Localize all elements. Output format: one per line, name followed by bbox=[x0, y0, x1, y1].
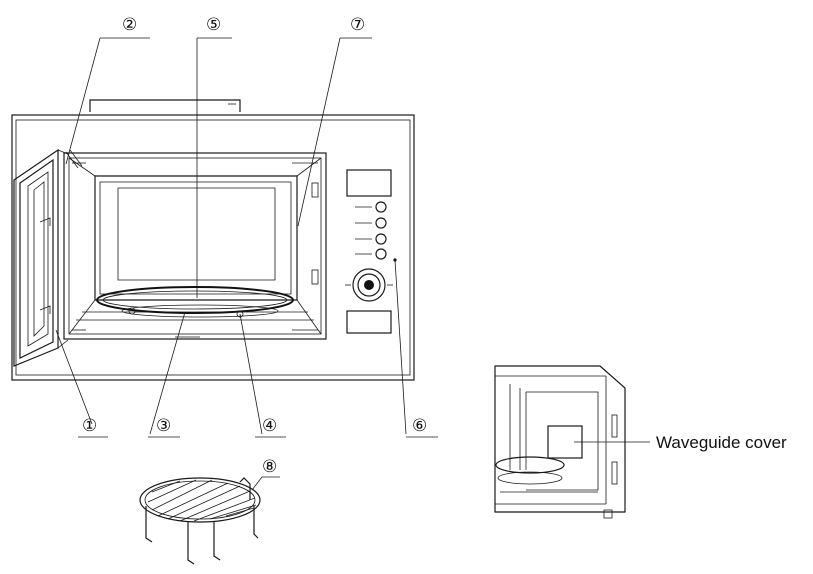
roller-ring bbox=[121, 304, 279, 338]
callout-4: ④ bbox=[262, 416, 277, 436]
button-2 bbox=[375, 217, 387, 229]
callout-8: ⑧ bbox=[262, 457, 277, 477]
callouts: ① ② ③ ④ ⑤ ⑥ ⑦ ⑧ bbox=[82, 15, 427, 477]
callout-7: ⑦ bbox=[350, 15, 365, 35]
wire-rack bbox=[139, 477, 261, 565]
button-4 bbox=[375, 248, 387, 260]
door-assembly bbox=[13, 148, 69, 367]
lower-panel-window bbox=[346, 310, 392, 334]
callout-1: ① bbox=[82, 416, 97, 436]
control-dial bbox=[345, 268, 393, 302]
control-buttons bbox=[355, 201, 387, 260]
callout-3: ③ bbox=[156, 416, 171, 436]
waveguide-cover-label: Waveguide cover bbox=[656, 433, 787, 452]
button-1 bbox=[375, 201, 387, 213]
callout-2: ② bbox=[122, 15, 137, 35]
oven-cavity bbox=[63, 149, 327, 340]
control-panel bbox=[345, 169, 397, 334]
glass-tray bbox=[96, 286, 294, 314]
button-3 bbox=[375, 233, 387, 245]
callout-5: ⑤ bbox=[206, 15, 221, 35]
display-window bbox=[346, 169, 392, 197]
top-vent-box bbox=[89, 99, 241, 112]
leader-lines bbox=[55, 37, 650, 491]
side-view bbox=[494, 365, 626, 519]
callout-6: ⑥ bbox=[412, 416, 427, 436]
built-in-frame bbox=[11, 114, 415, 381]
